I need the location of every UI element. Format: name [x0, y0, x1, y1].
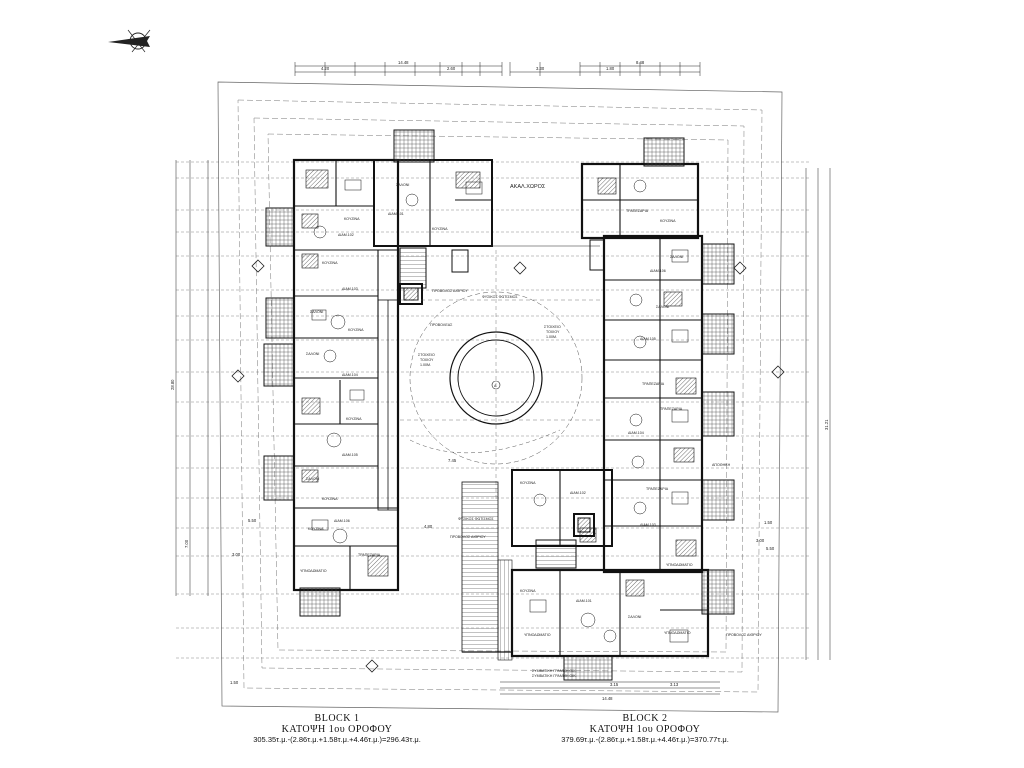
block-1-area: 305.35τ.μ.-(2.86τ.μ.+1.58τ.μ.+4.46τ.μ.)=… [253, 735, 421, 744]
room-label-diam-101: ΔΙΑΜ.101 [576, 599, 592, 603]
room-label-ypnodomatio: ΥΠΝΟΔΩΜΑΤΙΟ [524, 633, 551, 637]
room-label-diam-104: ΔΙΑΜ.104 [628, 431, 644, 435]
block-2-area: 379.69τ.μ.-(2.86τ.μ.+1.58τ.μ.+4.46τ.μ.)=… [561, 735, 729, 744]
provolos-note: ΠΡΟΒΟΛΟΣ ΑΙΘΡΙΟΥ [726, 633, 762, 637]
dim-top-total-2: 8.48 [636, 60, 645, 65]
dim-top-total-1: 14.48 [398, 60, 409, 65]
provolos-note: ΠΡΟΒΟΛΟΣ ΑΙΘΡΙΟΥ [450, 535, 486, 539]
element-label-4: ΣΤΟΙΧΕΙΟ [418, 353, 435, 357]
block-1-caption: BLOCK 1 ΚΑΤΟΨΗ 1ου ΟΡΟΦΟΥ 305.35τ.μ.-(2.… [232, 713, 442, 745]
block-1-title: BLOCK 1 [314, 713, 360, 724]
room-label-kouzina: ΚΟΥΖΙΝΑ [344, 217, 360, 221]
room-label-kouzina: ΚΟΥΖΙΝΑ [660, 219, 676, 223]
block-2-caption: BLOCK 2 ΚΑΤΟΨΗ 1ου ΟΡΟΦΟΥ 379.69τ.μ.-(2.… [540, 713, 750, 745]
courtyard-marker-icon: Α [491, 380, 501, 390]
north-arrow-icon [108, 29, 151, 53]
dim-right-300: 3.00 [756, 538, 765, 543]
block-2-title: BLOCK 2 [622, 713, 668, 724]
dim-top-180: 1.80 [606, 66, 615, 71]
dim-left-550: 5.50 [248, 518, 257, 523]
dim-right-550: 5.50 [766, 546, 775, 551]
room-label-diam-103: ΔΙΑΜ.103 [640, 523, 656, 527]
room-label-kouzina: ΚΟΥΖΙΝΑ [348, 328, 364, 332]
room-label-kouzina: ΚΟΥΖΙΝΑ [520, 589, 536, 593]
element-label-6: 1.00Μ. [420, 363, 431, 367]
room-label-diam-105: ΔΙΑΜ.105 [640, 337, 656, 341]
room-label-salon: ΣΑΛΟΝΙ [306, 352, 319, 356]
room-label-diam-106: ΔΙΑΜ.106 [334, 519, 350, 523]
room-label-diam-105: ΔΙΑΜ.105 [342, 453, 358, 457]
dim-court-480: 4.80 [424, 524, 433, 529]
left-dimension-chain [175, 160, 209, 596]
room-label-diam-103: ΔΙΑΜ.103 [342, 287, 358, 291]
dim-left-300: 3.00 [232, 552, 241, 557]
entrance-stairs [461, 481, 513, 661]
room-label-apoth: ΑΠΟΘΗΚΗ [712, 463, 731, 467]
lighting-label: ΦΥΣΙΚΟΣ ΦΩΤΙΣΜΟΣ [458, 517, 494, 521]
provolos-note: ΠΡΟΒΟΛΕΑΣ [430, 323, 453, 327]
provolos-note: ΠΡΟΒΟΛΟΣ ΑΙΘΡΙΟΥ [432, 289, 468, 293]
dim-bottom-total-2: 14.48 [602, 696, 613, 701]
room-label-trapezaria: ΤΡΑΠΕΖΑΡΙΑ [646, 487, 669, 491]
room-label-salon: ΣΑΛΟΝΙ [628, 615, 641, 619]
dim-right-total: 31.21 [824, 419, 829, 430]
block-2-subtitle: ΚΑΤΟΨΗ 1ου ΟΡΟΦΟΥ [589, 724, 701, 735]
room-label-salon: ΣΑΛΟΝΙ [306, 477, 319, 481]
element-label-2: ΤΟΙΧΟΥ [546, 330, 560, 334]
room-label-trapezaria: ΤΡΑΠΕΖΑΡΙΑ [626, 209, 649, 213]
room-label-kouzina: ΚΟΥΖΙΝΑ [520, 481, 536, 485]
block-1-plan [263, 129, 493, 617]
room-label-kouzina: ΚΟΥΖΙΝΑ [322, 497, 338, 501]
svg-text:Α: Α [494, 384, 497, 388]
dim-court-745: 7.45 [448, 458, 457, 463]
open-space-label: ΑΚΑΛ.ΧΩΡΟΣ [510, 184, 546, 190]
room-label-kouzina: ΚΟΥΖΙΝΑ [432, 227, 448, 231]
room-label-diam-104: ΔΙΑΜ.104 [342, 373, 358, 377]
room-label-diam-102: ΔΙΑΜ.102 [338, 233, 354, 237]
room-label-trapezaria: ΤΡΑΠΕΖΑΡΙΑ [642, 382, 665, 386]
room-label-salon: ΣΑΛΟΝΙ [310, 310, 323, 314]
room-label-trapezaria: ΤΡΑΠΕΖΑΡΙΑ [660, 407, 683, 411]
top-dimension-chain [294, 62, 701, 76]
dim-left-total: 28.80 [170, 379, 175, 390]
room-label-salon: ΣΑΛΟΝΙ [656, 305, 669, 309]
room-label-salon: ΣΑΛΟΝΙ [670, 255, 683, 259]
site-boundary [217, 81, 783, 713]
room-label-ypnodomatio: ΥΠΝΟΔΩΜΑΤΙΟ [300, 569, 327, 573]
room-label-diam-101: ΔΙΑΜ.101 [388, 212, 404, 216]
dim-left-150: 1.50 [230, 680, 239, 685]
section-marker-icon [231, 259, 785, 673]
room-label-kouzina: ΚΟΥΖΙΝΑ [346, 417, 362, 421]
dim-right-150: 1.50 [764, 520, 773, 525]
block-2-plan [510, 137, 735, 681]
bottom-dimension-chain [500, 681, 720, 695]
dim-bottom-313: 3.13 [670, 682, 679, 687]
bottom-note-2: ΣΥΜΒΑΤΙΚΗ ΓΡΑΜΜΗ ΟΙΚ. [532, 674, 577, 678]
room-label-diam-102: ΔΙΑΜ.102 [570, 491, 586, 495]
room-label-kouzina: ΚΟΥΖΙΝΑ [322, 261, 338, 265]
block-1-column-strip [377, 299, 399, 511]
lighting-label: ΦΥΣΙΚΟΣ ΦΩΤΙΣΜΟΣ [482, 295, 518, 299]
dim-top-420: 4.20 [321, 66, 330, 71]
element-label-3: 1.00Μ. [546, 335, 557, 339]
dim-left-700: 7.00 [184, 539, 189, 548]
room-label-trapezaria: ΤΡΑΠΕΖΑΡΙΑ [358, 553, 381, 557]
bottom-note-1: ΣΥΜΒΑΤΙΚΗ ΓΡΑΜΜΗ ΟΙΚ. [532, 669, 577, 673]
block-1-subtitle: ΚΑΤΟΨΗ 1ου ΟΡΟΦΟΥ [281, 724, 393, 735]
element-label-1: ΣΤΟΙΧΕΙΟ [544, 325, 561, 329]
dim-top-330: 3.30 [536, 66, 545, 71]
right-dimension-chain [805, 168, 831, 660]
dim-bottom-315: 3.15 [610, 682, 619, 687]
courtyard [400, 245, 600, 500]
room-label-kouzina: ΚΟΥΖΙΝΑ [308, 527, 324, 531]
element-label-5: ΤΟΙΧΟΥ [420, 358, 434, 362]
room-label-ypnodomatio: ΥΠΝΟΔΩΜΑΤΙΟ [666, 563, 693, 567]
dim-top-260: 2.60 [447, 66, 456, 71]
room-label-diam-106: ΔΙΑΜ.106 [650, 269, 666, 273]
setback-lines [237, 99, 763, 693]
room-label-ypnodomatio: ΥΠΝΟΔΩΜΑΤΙΟ [664, 631, 691, 635]
room-label-salon: ΣΑΛΟΝΙ [396, 183, 409, 187]
